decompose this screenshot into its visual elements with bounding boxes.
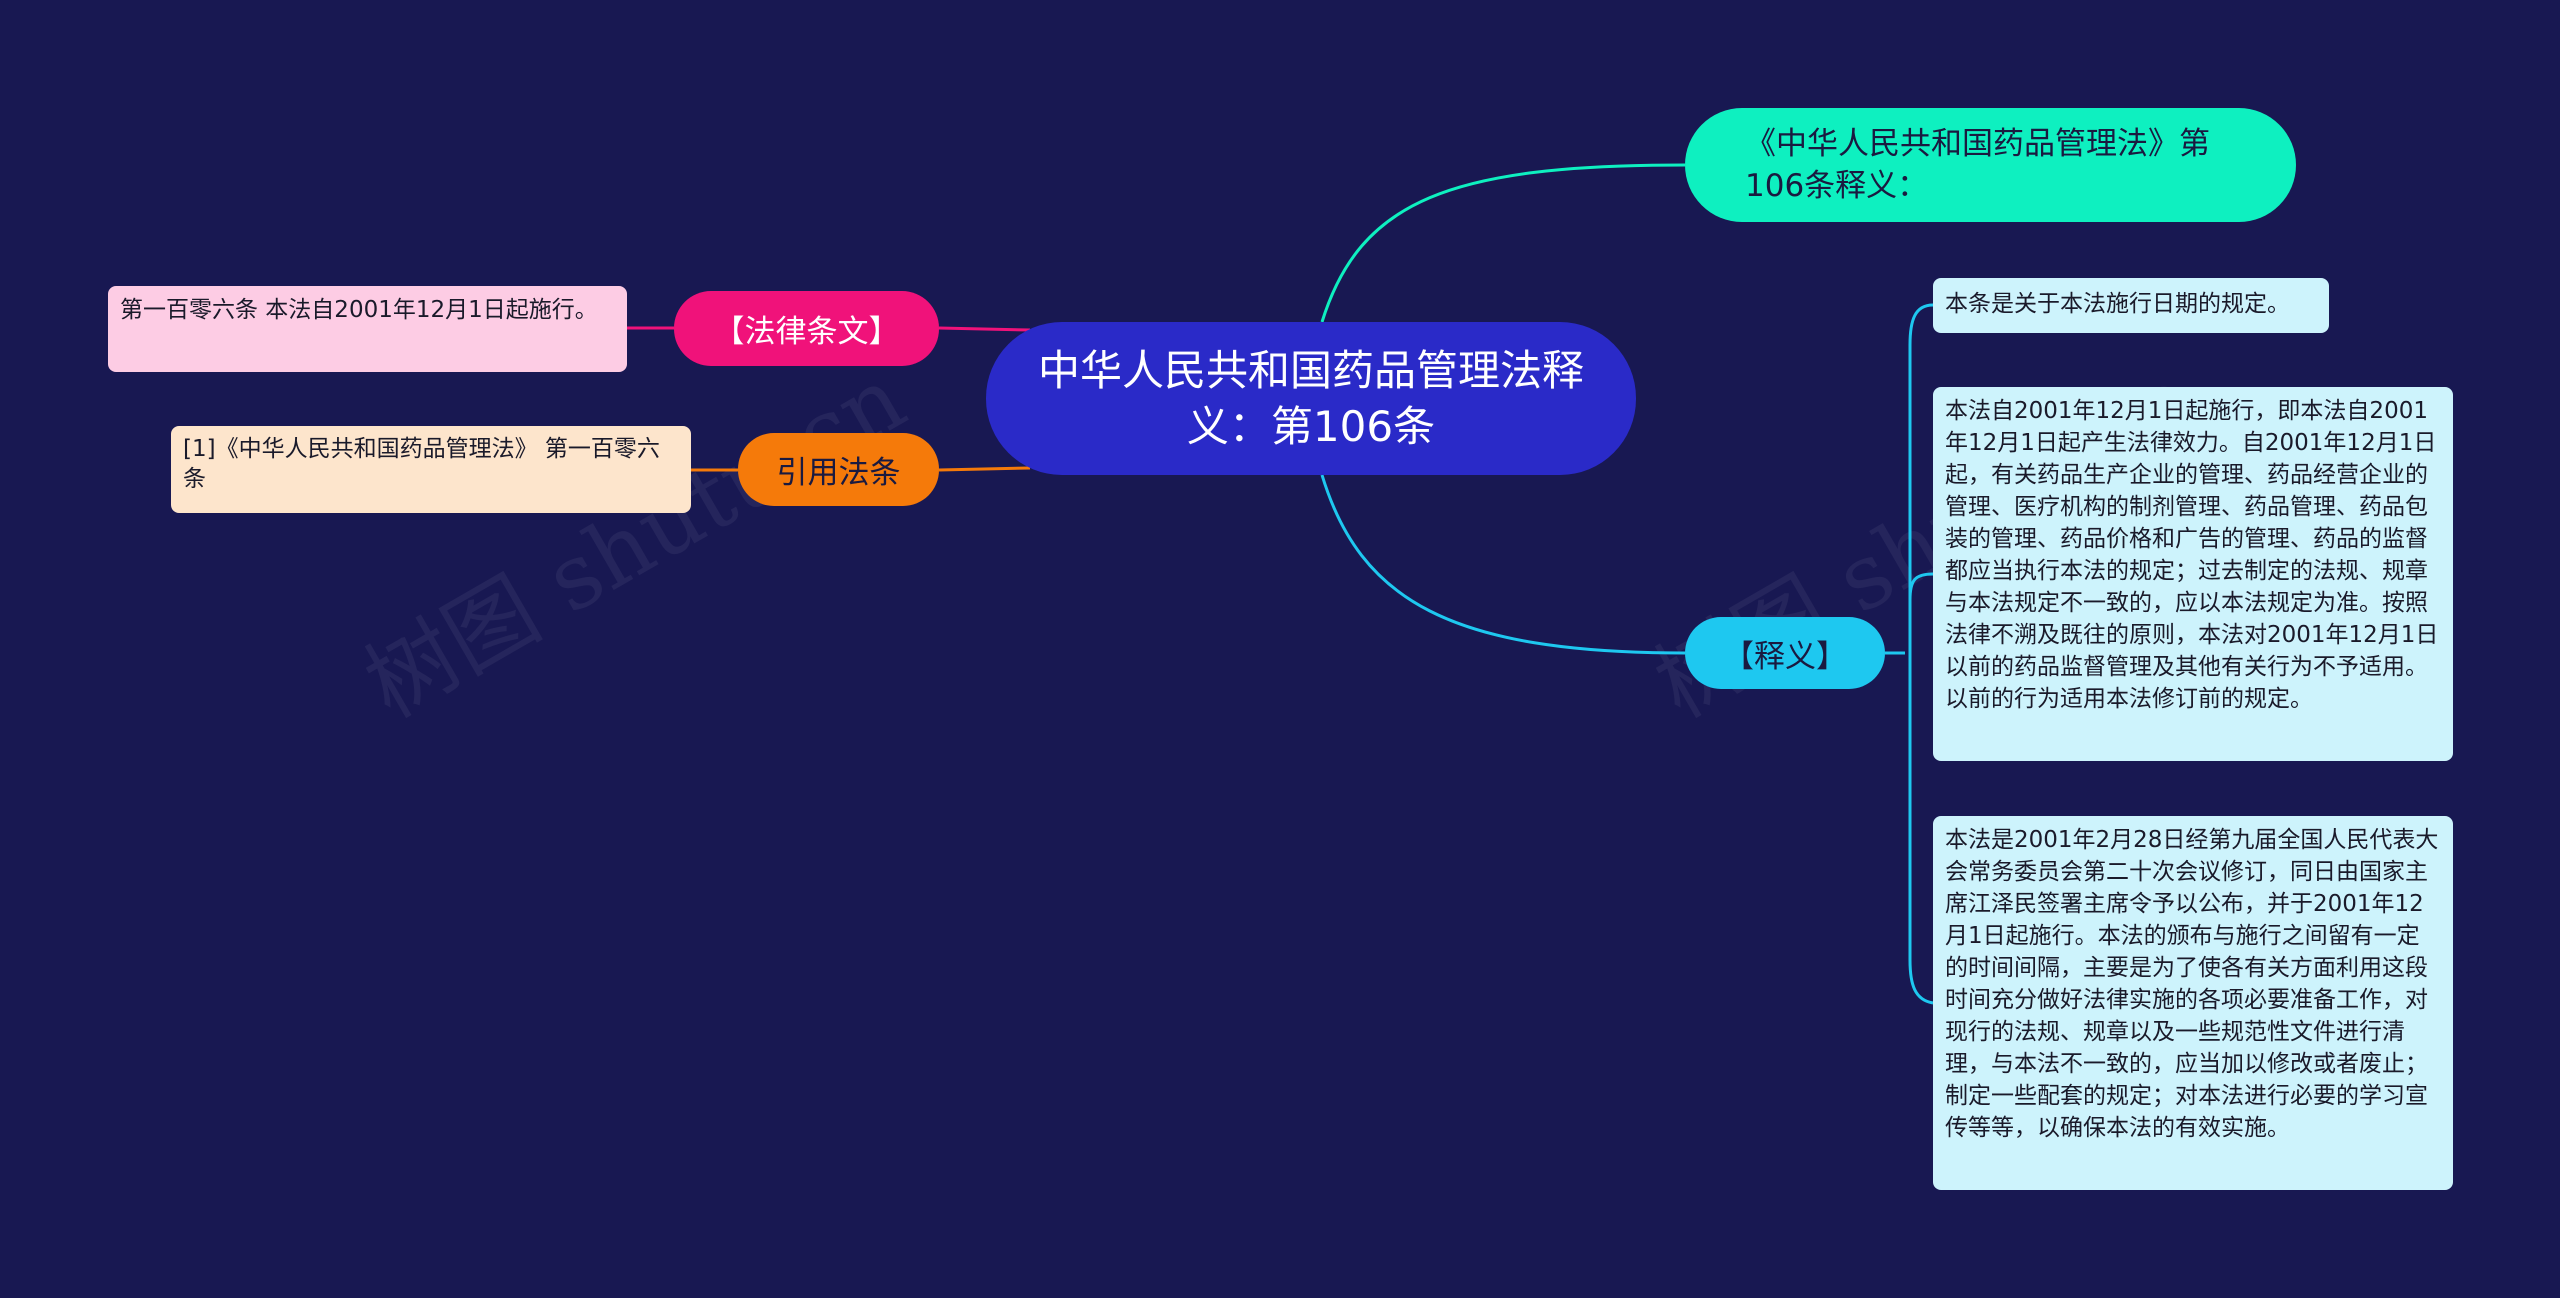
shiyi-item-2[interactable]: 本法自2001年12月1日起施行，即本法自2001年12月1日起产生法律效力。自… [1933,387,2453,761]
topic-text: 引用法条 [776,455,901,491]
link-cite [938,466,1031,472]
central-topic[interactable]: 中华人民共和国药品管理法释义：第106条 [986,322,1636,475]
link-top-right [1320,163,1686,323]
link-bracket [1885,303,1934,1005]
topic-article-explanation[interactable]: 《中华人民共和国药品管理法》第106条释义： [1685,108,2296,222]
topic-law-text[interactable]: 【法律条文】 [674,291,939,366]
topic-text: 《中华人民共和国药品管理法》第106条释义： [1745,126,2210,204]
shiyi-item-1[interactable]: 本条是关于本法施行日期的规定。 [1933,278,2329,333]
central-topic-text: 中华人民共和国药品管理法释义：第106条 [1037,345,1584,451]
topic-text: 【释义】 [1723,638,1847,675]
cited-law-box[interactable]: [1]《中华人民共和国药品管理法》 第一百零六条 [171,426,691,513]
topic-text: 【法律条文】 [713,314,900,350]
topic-shiyi[interactable]: 【释义】 [1685,617,1885,689]
topic-cited-law[interactable]: 引用法条 [738,433,939,506]
shiyi-item-3[interactable]: 本法是2001年2月28日经第九届全国人民代表大会常务委员会第二十次会议修订，同… [1933,816,2453,1190]
link-shiyi [1320,474,1686,655]
law-text-box[interactable]: 第一百零六条 本法自2001年12月1日起施行。 [108,286,627,372]
link-law [938,326,1031,332]
